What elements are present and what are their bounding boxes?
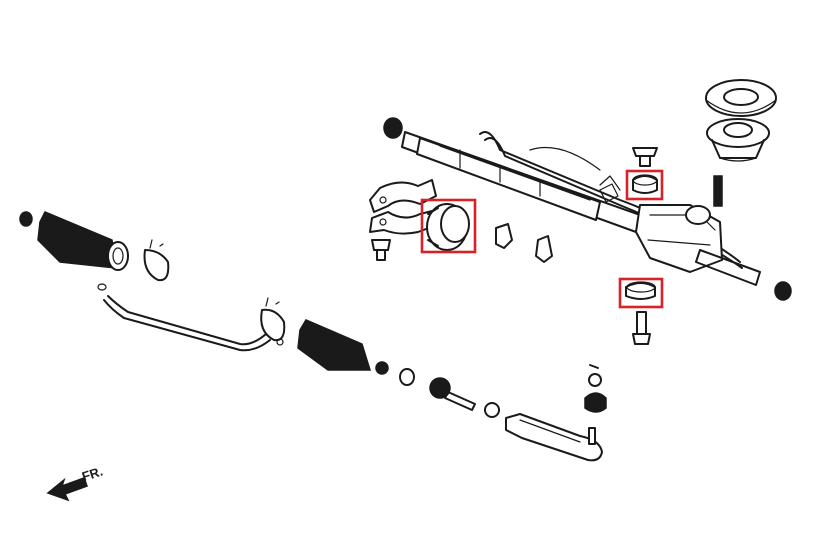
inner-tie-rod-washer [375, 361, 415, 386]
highlight-box-upper-right-bushing [625, 169, 664, 201]
highlight-box-left-bushing [420, 198, 477, 254]
mount-bolt-upper [632, 147, 658, 167]
steering-rack-boot-left [37, 211, 129, 271]
tie-rod-end-cap-left [19, 211, 33, 227]
clamp-bolt [371, 239, 391, 261]
rack-bracket-small-2 [535, 235, 553, 263]
pinion-dust-seal-outer [705, 79, 777, 117]
steering-rack-boot-right [297, 319, 372, 371]
rack-bracket-small-1 [495, 223, 513, 249]
rack-mount-bushing-lower-right [625, 281, 656, 300]
rack-mount-clamp [369, 179, 437, 235]
mount-bolt-lower [632, 311, 651, 345]
steering-rack-housing [383, 117, 792, 301]
ball-joint-dust-boot [584, 392, 607, 413]
inner-tie-rod [429, 377, 476, 411]
boot-clamp-left [143, 239, 170, 282]
rack-mount-bushing-left [426, 203, 470, 251]
outer-tie-rod-end [505, 413, 603, 462]
castle-nut [588, 364, 602, 387]
boot-clamp-right [260, 297, 286, 342]
rack-mount-bushing-upper-right [632, 174, 658, 194]
front-direction-arrow-icon [46, 477, 88, 502]
highlight-box-lower-right-bushing [618, 277, 664, 309]
breather-tube [97, 283, 284, 352]
pinion-dust-seal-inner [706, 118, 770, 162]
tie-rod-lock-nut [484, 402, 500, 418]
